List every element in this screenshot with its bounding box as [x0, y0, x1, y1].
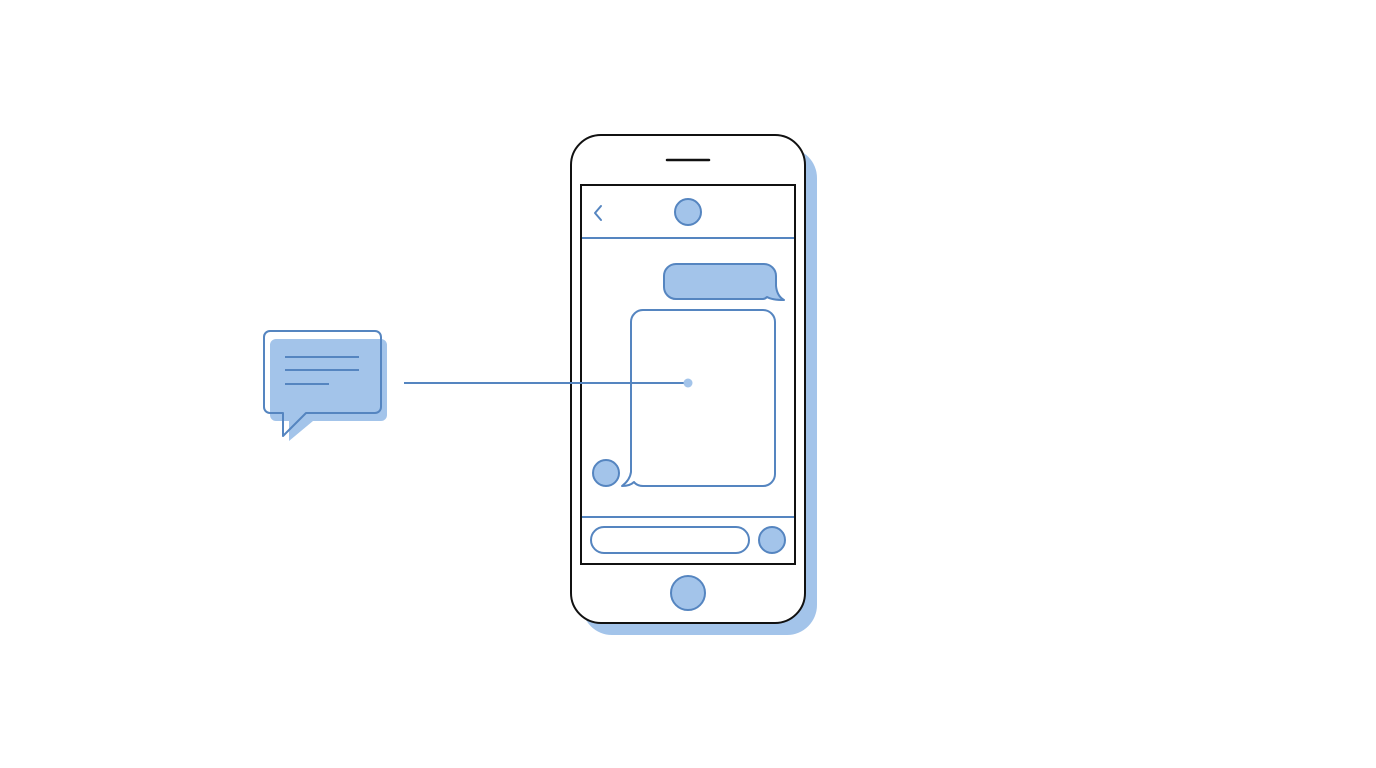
contact-avatar-icon[interactable] [674, 198, 702, 226]
message-input-field[interactable] [590, 526, 750, 554]
speech-bubble-shadow [270, 339, 387, 441]
send-button-icon[interactable] [758, 526, 786, 554]
home-button-icon[interactable] [670, 575, 706, 611]
phone-screen [580, 184, 796, 565]
sender-avatar-icon [592, 459, 620, 487]
chevron-left-icon[interactable] [594, 205, 602, 221]
connector [404, 378, 693, 388]
incoming-message-bubble[interactable] [621, 309, 776, 487]
message-input-area [582, 516, 794, 554]
speech-bubble-outline [263, 330, 382, 437]
connector-dot [683, 378, 693, 388]
chat-header [582, 198, 794, 239]
speech-bubble-icon [263, 330, 387, 441]
outgoing-message-bubble[interactable] [663, 263, 785, 301]
